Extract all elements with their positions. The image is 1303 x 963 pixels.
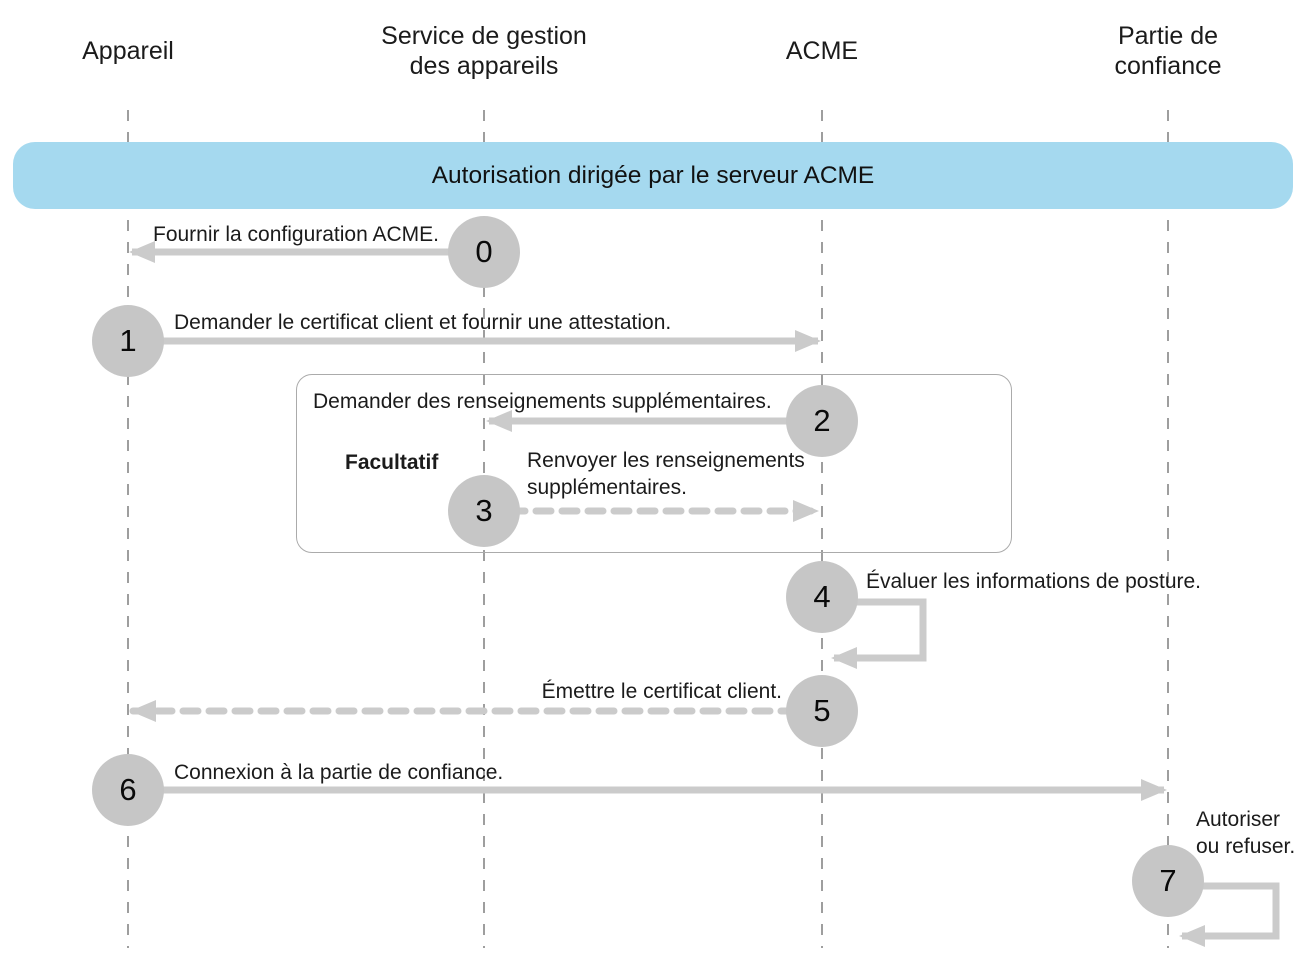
phase-banner-title: Autorisation dirigée par le serveur ACME — [431, 161, 875, 189]
step-circle-3: 3 — [448, 475, 520, 547]
message-label-step-6: Connexion à la partie de confiance. — [174, 761, 504, 784]
step-circle-6: 6 — [92, 754, 164, 826]
message-label-step-0: Fournir la configuration ACME. — [153, 223, 439, 246]
step-number-2: 2 — [813, 403, 831, 438]
self-loop-step-7 — [1168, 882, 1280, 947]
self-loop-step-4 — [822, 598, 927, 669]
step-number-4: 4 — [813, 579, 831, 614]
step-number-0: 0 — [475, 234, 493, 269]
phase-banner: Autorisation dirigée par le serveur ACME — [13, 142, 1293, 209]
message-label-step-3: Renvoyer les renseignements supplémentai… — [527, 449, 805, 499]
actor-label-appareil: Appareil — [82, 37, 174, 65]
step-circle-0: 0 — [448, 216, 520, 288]
step-number-1: 1 — [119, 323, 137, 358]
step-circle-2: 2 — [786, 385, 858, 457]
step-number-7: 7 — [1159, 863, 1177, 898]
message-label-step-1: Demander le certificat client et fournir… — [174, 311, 672, 334]
actor-label-partie-confiance: Partie de confiance — [1114, 22, 1222, 80]
message-label-step-5: Émettre le certificat client. — [541, 680, 782, 703]
step-number-3: 3 — [475, 493, 493, 528]
step-circle-7: 7 — [1132, 845, 1204, 917]
actor-label-service-gestion: Service de gestion des appareils — [381, 22, 587, 80]
step-number-5: 5 — [813, 693, 831, 728]
step-circle-4: 4 — [786, 561, 858, 633]
actor-label-acme: ACME — [785, 37, 859, 65]
step-circle-1: 1 — [92, 305, 164, 377]
step-circle-5: 5 — [786, 675, 858, 747]
step-number-6: 6 — [119, 772, 137, 807]
message-label-step-2: Demander des renseignements supplémentai… — [313, 390, 772, 413]
optional-group-box — [296, 374, 1012, 553]
optional-group-label: Facultatif — [345, 451, 439, 474]
message-label-step-7: Autoriser ou refuser. — [1196, 808, 1296, 858]
message-label-step-4: Évaluer les informations de posture. — [866, 570, 1202, 593]
